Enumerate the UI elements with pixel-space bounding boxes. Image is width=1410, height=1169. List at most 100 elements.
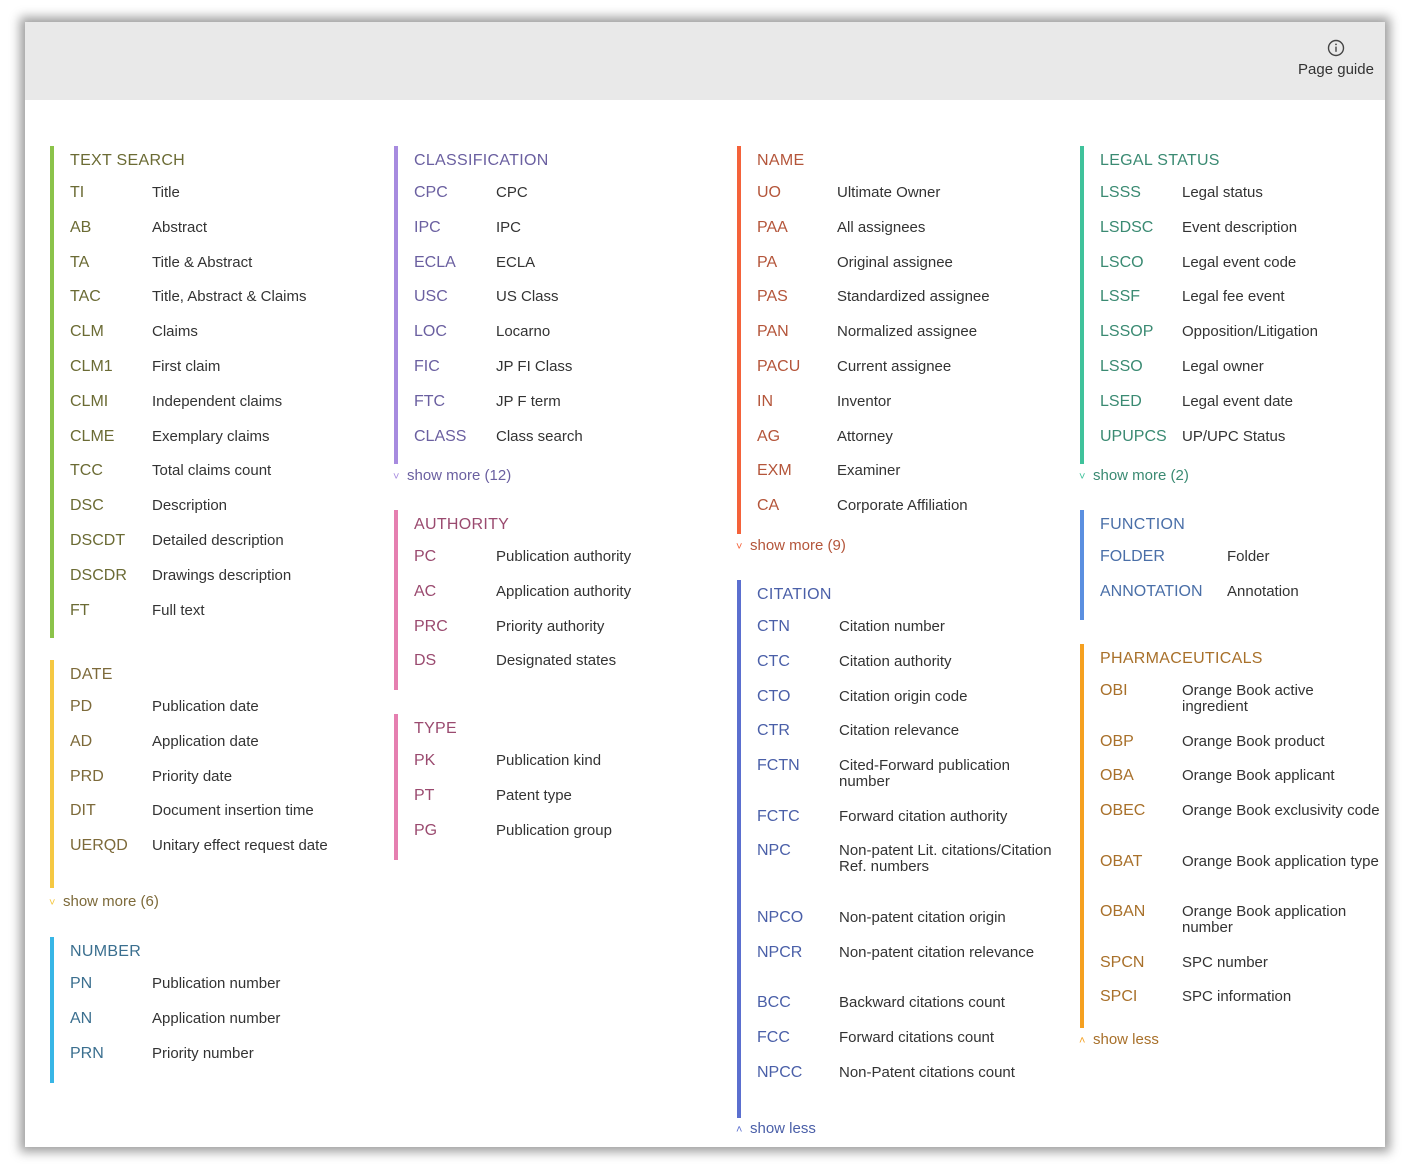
field-label: Forward citations count: [839, 1029, 995, 1047]
field-code: AB: [70, 218, 92, 236]
field-label: Orange Book applicant: [1182, 767, 1335, 785]
chevron-down-icon: ˅: [1079, 471, 1086, 483]
field-label: Legal status: [1182, 184, 1263, 201]
legal-status-show-more-link[interactable]: ˅show more (2): [1079, 467, 1189, 484]
field-code: FT: [70, 601, 90, 619]
field-label: Publication group: [496, 821, 612, 839]
page-guide-button[interactable]: Page guide: [1293, 38, 1379, 78]
field-label: Independent claims: [152, 392, 283, 410]
name-show-more-link[interactable]: ˅show more (9): [736, 537, 846, 554]
field-label: Document insertion time: [152, 802, 314, 820]
field-code: FCC: [757, 1029, 790, 1047]
field-code: LOC: [414, 323, 447, 341]
field-item-fcc[interactable]: FCC Forward citations count: [757, 1026, 1057, 1061]
date-show-more-link[interactable]: ˅show more (6): [49, 893, 159, 910]
field-label: Citation number: [839, 618, 945, 635]
field-label: Publication authority: [496, 548, 632, 565]
pharmaceuticals-show-less-link[interactable]: ˄show less: [1079, 1031, 1159, 1048]
field-code: DIT: [70, 802, 96, 820]
citation-show-less-link[interactable]: ˄show less: [736, 1120, 816, 1137]
classification-show-more-link[interactable]: ˅show more (12): [393, 467, 511, 484]
field-item-dit[interactable]: DIT Document insertion time: [70, 799, 370, 834]
field-code: AG: [757, 427, 781, 445]
field-code: UPUPCS: [1100, 427, 1167, 445]
